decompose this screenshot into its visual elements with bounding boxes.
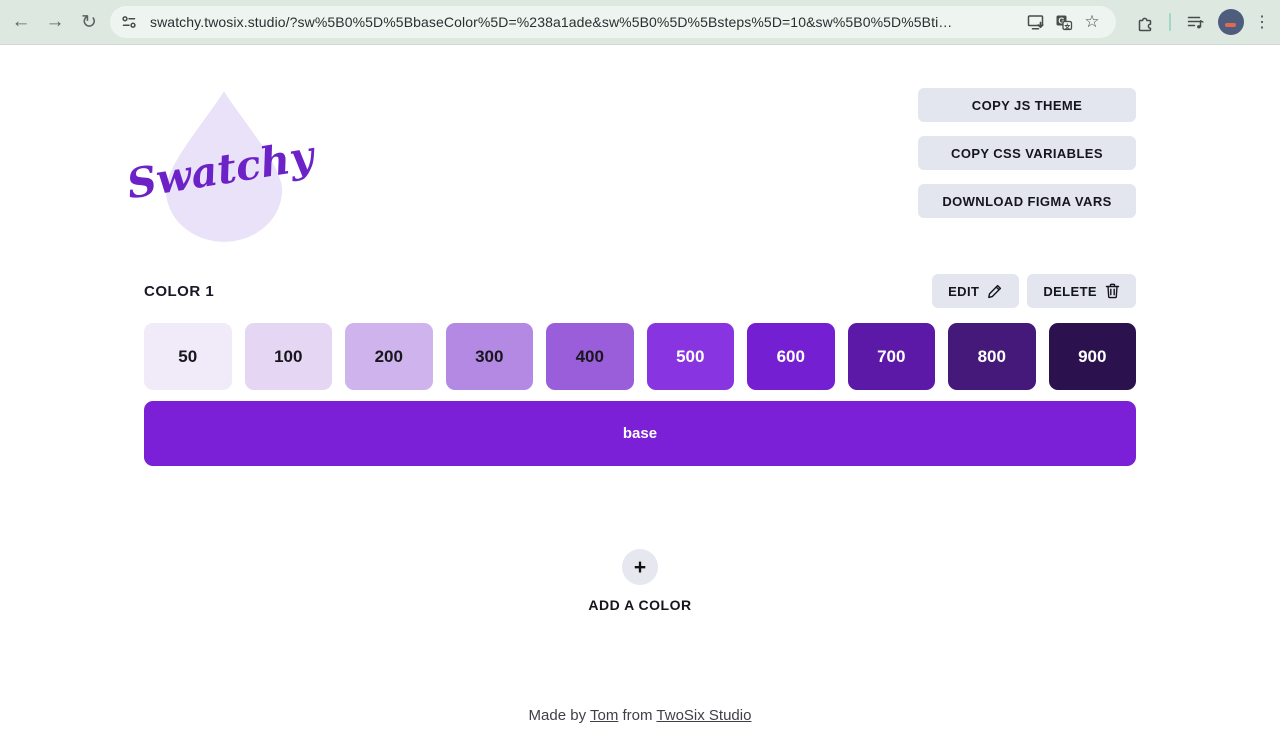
footer-made-by: Made by xyxy=(528,707,590,724)
translate-icon[interactable]: G xyxy=(1050,10,1078,34)
edit-color-button[interactable]: EDIT xyxy=(932,274,1020,308)
swatch-200[interactable]: 200 xyxy=(345,323,433,390)
color-group-header: COLOR 1 EDIT DELETE xyxy=(144,274,1136,308)
author-link[interactable]: Tom xyxy=(589,707,619,724)
menu-dots-icon[interactable]: ⋮ xyxy=(1254,14,1270,31)
back-icon[interactable]: ← xyxy=(11,11,31,32)
extensions-icon[interactable] xyxy=(1130,7,1160,37)
trash-icon xyxy=(1105,283,1120,299)
swatch-600[interactable]: 600 xyxy=(747,323,835,390)
svg-text:G: G xyxy=(1058,16,1064,25)
url-bar[interactable]: swatchy.twosix.studio/?sw%5B0%5D%5BbaseC… xyxy=(110,6,1116,38)
reload-icon[interactable]: ↻ xyxy=(81,11,97,33)
app-header: Swatchy COPY JS THEME COPY CSS VARIABLES… xyxy=(124,88,1136,242)
swatch-500[interactable]: 500 xyxy=(646,323,734,390)
color-group-title: COLOR 1 xyxy=(144,282,215,300)
url-text: swatchy.twosix.studio/?sw%5B0%5D%5BbaseC… xyxy=(150,14,953,30)
export-actions: COPY JS THEME COPY CSS VARIABLES DOWNLOA… xyxy=(918,88,1136,218)
browser-toolbar: ← → ↻ swatchy.twosix.studio/?sw%5B0%5D%5… xyxy=(0,0,1280,45)
swatch-700[interactable]: 700 xyxy=(847,323,935,390)
copy-css-variables-button[interactable]: COPY CSS VARIABLES xyxy=(918,136,1136,170)
footer-from: from xyxy=(618,707,657,724)
swatch-row: 50 100 200 300 400 500 600 700 800 900 xyxy=(144,323,1136,390)
add-color-section: + ADD A COLOR xyxy=(144,549,1136,613)
add-color-label: ADD A COLOR xyxy=(588,597,692,613)
edit-label: EDIT xyxy=(948,283,980,299)
swatch-900[interactable]: 900 xyxy=(1048,323,1136,390)
delete-color-button[interactable]: DELETE xyxy=(1027,274,1136,308)
delete-label: DELETE xyxy=(1043,283,1097,299)
swatch-100[interactable]: 100 xyxy=(244,323,332,390)
swatchy-app: Swatchy COPY JS THEME COPY CSS VARIABLES… xyxy=(124,88,1136,724)
swatchy-logo: Swatchy xyxy=(124,88,320,242)
swatch-400[interactable]: 400 xyxy=(546,323,634,390)
studio-link[interactable]: TwoSix Studio xyxy=(656,707,752,724)
forward-icon[interactable]: → xyxy=(45,11,65,32)
swatch-300[interactable]: 300 xyxy=(445,323,533,390)
color-group-actions: EDIT DELETE xyxy=(932,274,1136,308)
bookmark-star-icon[interactable]: ☆ xyxy=(1084,12,1100,31)
footer: Made by Tom from TwoSix Studio xyxy=(144,707,1136,724)
media-playlist-icon[interactable] xyxy=(1180,7,1210,37)
site-info-icon[interactable] xyxy=(116,9,142,35)
profile-avatar[interactable] xyxy=(1218,9,1244,35)
download-figma-vars-button[interactable]: DOWNLOAD FIGMA VARS xyxy=(918,184,1136,218)
plus-icon: + xyxy=(633,555,647,579)
copy-js-theme-button[interactable]: COPY JS THEME xyxy=(918,88,1136,122)
swatch-800[interactable]: 800 xyxy=(948,323,1036,390)
toolbar-separator xyxy=(1169,13,1171,31)
swatch-50[interactable]: 50 xyxy=(144,323,232,390)
add-color-button[interactable]: + xyxy=(622,549,658,585)
droplet-icon xyxy=(165,91,283,242)
install-app-icon[interactable] xyxy=(1022,10,1050,34)
pencil-icon xyxy=(987,283,1003,299)
base-swatch[interactable]: base xyxy=(144,401,1136,466)
